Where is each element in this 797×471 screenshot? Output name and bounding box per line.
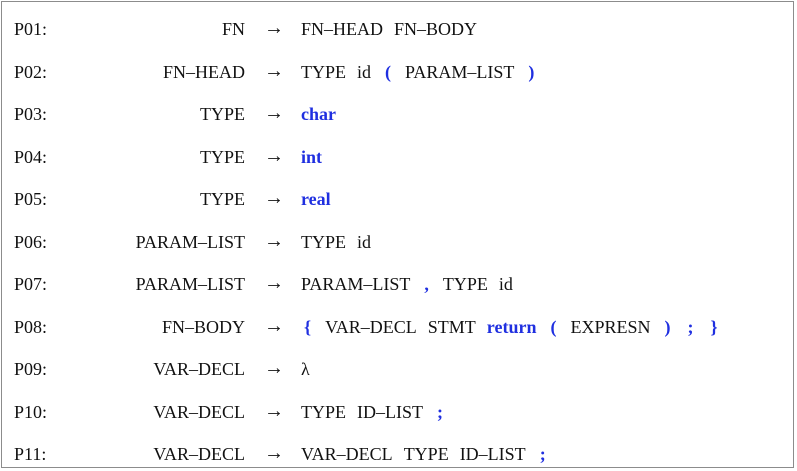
production-rhs: int bbox=[301, 146, 333, 168]
production-id: P01: bbox=[14, 19, 48, 39]
production-id: P04: bbox=[14, 146, 48, 167]
nonterminal-symbol: FN–BODY bbox=[394, 19, 478, 39]
terminal-punctuation: ) bbox=[528, 61, 535, 82]
derives-arrow-icon: → bbox=[264, 442, 284, 464]
production-lhs: FN–BODY bbox=[161, 316, 245, 337]
production-rhs: real bbox=[301, 188, 342, 210]
production-lhs: VAR–DECL bbox=[153, 444, 245, 464]
terminal-keyword: char bbox=[301, 104, 336, 124]
terminal-punctuation: ) bbox=[664, 316, 671, 337]
nonterminal-symbol: id bbox=[357, 231, 372, 252]
production-id: P06: bbox=[14, 231, 48, 252]
production-list: P01: FN → FN–HEAD FN–BODY P02: FN–HEAD → TYPE id (… bbox=[2, 8, 793, 467]
derives-arrow-icon: → bbox=[264, 144, 284, 167]
nonterminal-symbol: EXPRESN bbox=[570, 316, 651, 337]
production-rhs: TYPE ID–LIST; bbox=[301, 401, 457, 423]
nonterminal-symbol: id bbox=[357, 61, 372, 82]
production-rhs: FN–HEAD FN–BODY bbox=[301, 18, 488, 40]
derives-arrow-icon: → bbox=[264, 102, 284, 124]
production-row: P04: TYPE → int bbox=[2, 136, 793, 179]
terminal-punctuation: ( bbox=[550, 316, 557, 337]
terminal-keyword: return bbox=[486, 316, 537, 337]
nonterminal-symbol: ID–LIST bbox=[459, 444, 526, 464]
production-lhs: VAR–DECL bbox=[153, 401, 245, 422]
nonterminal-symbol: TYPE bbox=[301, 61, 346, 82]
production-id: P02: bbox=[14, 61, 48, 82]
production-row: P11: VAR–DECL → VAR–DECL TYPE ID–LIST; bbox=[2, 433, 793, 467]
production-row: P07: PARAM–LIST → PARAM–LIST, TYPE id bbox=[2, 263, 793, 306]
nonterminal-symbol: FN–HEAD bbox=[301, 19, 384, 39]
production-row: P08: FN–BODY → { VAR–DECL STMT return ( EXPRESN)… bbox=[2, 306, 793, 349]
production-rhs: λ bbox=[301, 358, 321, 380]
nonterminal-symbol: TYPE bbox=[442, 274, 488, 294]
production-row: P02: FN–HEAD → TYPE id ( PARAM–LIST) bbox=[2, 51, 793, 94]
production-lhs: FN–HEAD bbox=[162, 61, 245, 82]
nonterminal-symbol: PARAM–LIST bbox=[301, 274, 411, 294]
production-id: P07: bbox=[14, 274, 48, 294]
terminal-punctuation: } bbox=[710, 316, 718, 337]
production-id: P08: bbox=[14, 316, 48, 337]
nonterminal-symbol: λ bbox=[301, 359, 310, 379]
nonterminal-symbol: TYPE bbox=[403, 444, 449, 464]
terminal-keyword: int bbox=[301, 146, 323, 167]
terminal-punctuation: ( bbox=[385, 61, 392, 82]
derives-arrow-icon: → bbox=[264, 399, 284, 422]
terminal-punctuation: ; bbox=[437, 401, 443, 422]
nonterminal-symbol: id bbox=[498, 274, 513, 294]
derives-arrow-icon: → bbox=[264, 187, 284, 209]
terminal-punctuation: { bbox=[304, 316, 312, 337]
derives-arrow-icon: → bbox=[264, 272, 284, 294]
production-id: P03: bbox=[14, 104, 48, 124]
production-rhs: { VAR–DECL STMT return ( EXPRESN);} bbox=[301, 316, 732, 338]
production-id: P05: bbox=[14, 189, 48, 209]
terminal-keyword: real bbox=[301, 189, 331, 209]
production-rhs: TYPE id ( PARAM–LIST) bbox=[301, 61, 548, 83]
production-lhs: TYPE bbox=[200, 189, 245, 209]
production-lhs: PARAM–LIST bbox=[135, 231, 245, 252]
production-lhs: FN bbox=[221, 19, 245, 39]
nonterminal-symbol: VAR–DECL bbox=[325, 316, 417, 337]
production-row: P01: FN → FN–HEAD FN–BODY bbox=[2, 8, 793, 51]
nonterminal-symbol: STMT bbox=[427, 316, 476, 337]
derives-arrow-icon: → bbox=[264, 357, 284, 379]
production-lhs: TYPE bbox=[200, 146, 245, 167]
nonterminal-symbol: TYPE bbox=[301, 231, 346, 252]
nonterminal-symbol: ID–LIST bbox=[357, 401, 423, 422]
nonterminal-symbol: VAR–DECL bbox=[301, 444, 393, 464]
production-lhs: VAR–DECL bbox=[153, 359, 245, 379]
production-row: P05: TYPE → real bbox=[2, 178, 793, 221]
terminal-punctuation: ; bbox=[687, 316, 694, 337]
production-id: P09: bbox=[14, 359, 48, 379]
production-id: P10: bbox=[14, 401, 48, 422]
production-lhs: TYPE bbox=[200, 104, 245, 124]
production-id: P11: bbox=[14, 444, 47, 464]
production-rhs: char bbox=[301, 103, 347, 125]
nonterminal-symbol: PARAM–LIST bbox=[405, 61, 515, 82]
terminal-punctuation: , bbox=[424, 274, 429, 294]
production-rhs: TYPE id bbox=[301, 231, 382, 253]
production-rhs: PARAM–LIST, TYPE id bbox=[301, 273, 524, 295]
production-row: P03: TYPE → char bbox=[2, 93, 793, 136]
derives-arrow-icon: → bbox=[264, 59, 284, 82]
nonterminal-symbol: TYPE bbox=[301, 401, 346, 422]
derives-arrow-icon: → bbox=[264, 17, 284, 39]
production-row: P10: VAR–DECL → TYPE ID–LIST; bbox=[2, 391, 793, 434]
production-rhs: VAR–DECL TYPE ID–LIST; bbox=[301, 443, 560, 465]
terminal-punctuation: ; bbox=[539, 444, 546, 464]
production-row: P06: PARAM–LIST → TYPE id bbox=[2, 221, 793, 264]
derives-arrow-icon: → bbox=[264, 229, 284, 252]
derives-arrow-icon: → bbox=[264, 314, 284, 337]
production-lhs: PARAM–LIST bbox=[135, 274, 245, 294]
production-row: P09: VAR–DECL → λ bbox=[2, 348, 793, 391]
